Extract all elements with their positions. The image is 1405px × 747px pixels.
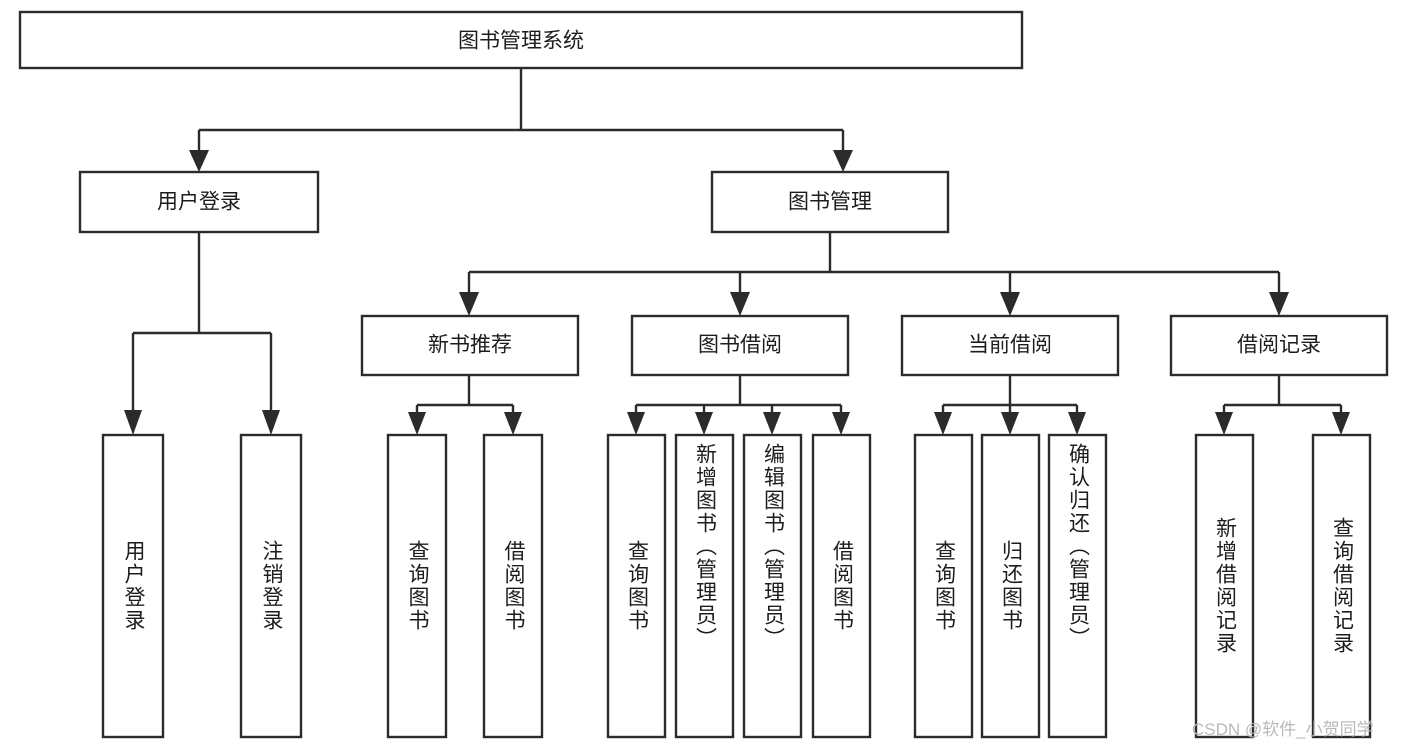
leaf-box-borrow-book-2[interactable] <box>811 433 872 739</box>
leaf-label-wrap-user-login: 用户登录 <box>103 435 163 737</box>
node-new-book-rec-label: 新书推荐 <box>428 334 512 357</box>
connector-bookmanage-to-level3 <box>459 232 1289 316</box>
node-current-borrow-label: 当前借阅 <box>968 334 1052 357</box>
leaf-label-query-book-1: 查询图书 <box>406 540 430 632</box>
node-root-label: 图书管理系统 <box>458 30 584 53</box>
connector-newbook-to-leaves <box>408 375 522 435</box>
leaf-label-add-book-admin: 新增图书（管理员） <box>693 443 717 650</box>
leaf-label-borrow-book-2: 借阅图书 <box>830 540 854 632</box>
node-book-manage-label: 图书管理 <box>788 191 872 214</box>
leaf-label-wrap-query-book-2: 查询图书 <box>608 435 665 737</box>
leaf-box-return-book[interactable] <box>980 433 1041 739</box>
leaf-label-edit-book-admin: 编辑图书（管理员） <box>761 443 785 650</box>
leaf-label-wrap-edit-book-admin: 编辑图书（管理员） <box>744 443 801 737</box>
node-new-book-rec[interactable]: 新书推荐 <box>360 314 580 377</box>
leaf-box-query-book-1[interactable] <box>386 433 448 739</box>
connector-currentborrow-to-leaves <box>934 375 1086 435</box>
leaf-label-wrap-query-book-3: 查询图书 <box>915 435 972 737</box>
leaf-label-borrow-book-1: 借阅图书 <box>502 540 526 632</box>
leaf-box-user-login[interactable] <box>101 433 165 739</box>
node-user-login-label: 用户登录 <box>157 191 241 214</box>
leaf-box-add-borrow-record[interactable] <box>1194 433 1255 739</box>
node-borrow-record-label: 借阅记录 <box>1237 334 1321 357</box>
leaf-label-wrap-user-logout: 注销登录 <box>241 435 301 737</box>
node-root[interactable]: 图书管理系统 <box>18 10 1024 70</box>
node-book-manage[interactable]: 图书管理 <box>710 170 950 234</box>
leaf-label-add-borrow-record: 新增借阅记录 <box>1213 517 1237 655</box>
leaf-label-wrap-return-book: 归还图书 <box>982 435 1039 737</box>
leaf-label-user-login: 用户登录 <box>122 540 146 632</box>
leaf-label-return-book: 归还图书 <box>999 540 1023 632</box>
leaf-box-query-borrow-record[interactable] <box>1311 433 1372 739</box>
node-book-borrow[interactable]: 图书借阅 <box>630 314 850 377</box>
leaf-label-user-logout: 注销登录 <box>260 540 284 632</box>
leaf-label-wrap-add-book-admin: 新增图书（管理员） <box>676 443 733 737</box>
leaf-box-query-book-3[interactable] <box>913 433 974 739</box>
node-borrow-record[interactable]: 借阅记录 <box>1169 314 1389 377</box>
leaf-label-query-borrow-record: 查询借阅记录 <box>1330 517 1354 655</box>
leaf-label-query-book-2: 查询图书 <box>625 540 649 632</box>
leaf-label-wrap-query-book-1: 查询图书 <box>388 435 446 737</box>
leaf-label-wrap-query-borrow-record: 查询借阅记录 <box>1313 435 1370 737</box>
node-book-borrow-label: 图书借阅 <box>698 334 782 357</box>
leaf-label-confirm-return-admin: 确认归还（管理员） <box>1066 443 1090 650</box>
connector-userlogin-to-leaves <box>124 232 280 435</box>
leaf-box-query-book-2[interactable] <box>606 433 667 739</box>
leaf-box-borrow-book-1[interactable] <box>482 433 544 739</box>
leaf-box-add-book-admin[interactable] <box>674 433 735 739</box>
leaf-box-edit-book-admin[interactable] <box>742 433 803 739</box>
leaf-boxes <box>101 433 1372 739</box>
connector-bookborrow-to-leaves <box>627 375 850 435</box>
leaf-label-wrap-confirm-return-admin: 确认归还（管理员） <box>1049 443 1106 737</box>
leaf-box-confirm-return-admin[interactable] <box>1047 433 1108 739</box>
leaf-box-user-logout[interactable] <box>239 433 303 739</box>
node-current-borrow[interactable]: 当前借阅 <box>900 314 1120 377</box>
node-user-login[interactable]: 用户登录 <box>78 170 320 234</box>
leaf-label-wrap-borrow-book-1: 借阅图书 <box>484 435 542 737</box>
connector-borrowrecord-to-leaves <box>1215 375 1350 435</box>
leaf-label-wrap-add-borrow-record: 新增借阅记录 <box>1196 435 1253 737</box>
leaf-label-wrap-borrow-book-2: 借阅图书 <box>813 435 870 737</box>
leaf-label-query-book-3: 查询图书 <box>932 540 956 632</box>
connector-root-to-level2 <box>189 68 853 172</box>
